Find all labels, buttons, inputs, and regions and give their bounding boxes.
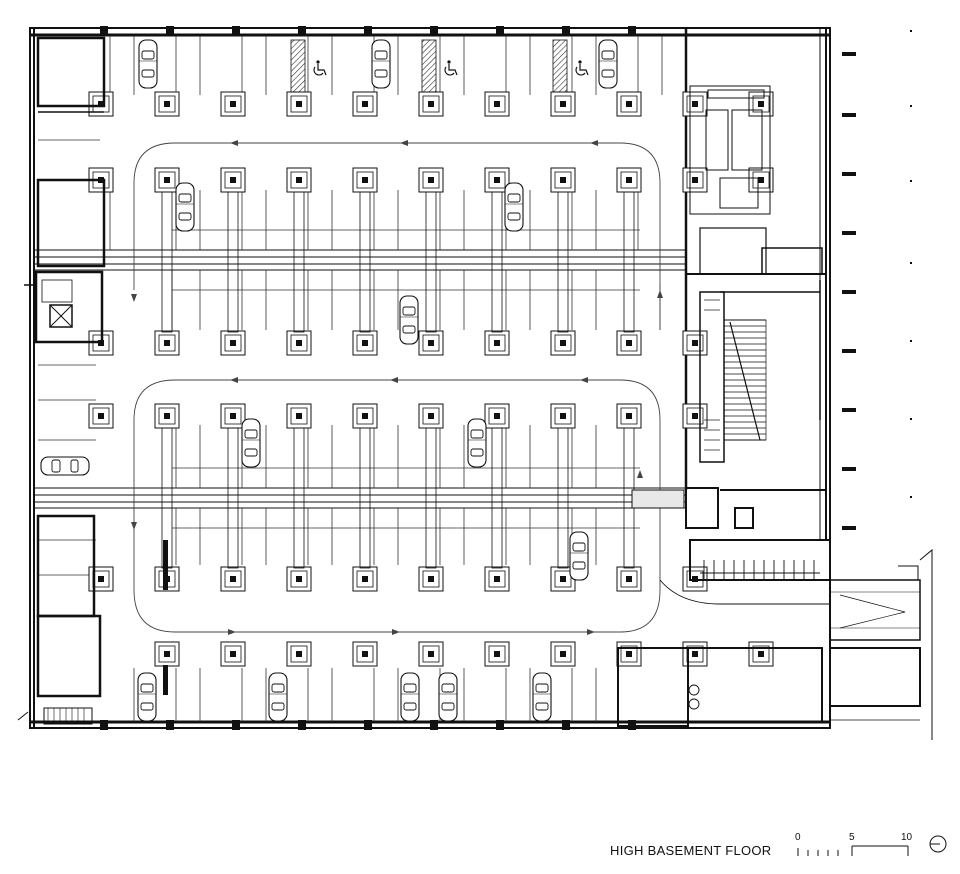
scale-bar-label-5: 5 <box>849 832 855 843</box>
structural-columns <box>88 91 774 667</box>
scale-bar-label-0: 0 <box>795 832 801 843</box>
vehicle-lift-comb <box>700 560 820 580</box>
beam-connectors <box>161 191 635 569</box>
stairs <box>704 299 767 451</box>
left-service-rooms <box>17 36 106 725</box>
north-arrow-icon <box>929 835 947 853</box>
wall-piers <box>100 26 636 730</box>
bollards <box>163 540 168 695</box>
scale-bar <box>797 845 909 856</box>
accessible-aisles <box>290 39 568 95</box>
exterior-walls <box>29 27 831 729</box>
facade-mullions <box>842 30 912 530</box>
wheelchair-icon <box>313 59 589 76</box>
scale-bar-label-10: 10 <box>901 832 913 843</box>
drawing-title: HIGH BASEMENT FLOOR <box>610 843 772 858</box>
service-core <box>685 85 831 581</box>
car-symbols <box>40 39 618 722</box>
parking-stalls <box>38 36 663 722</box>
drive-aisle-loops <box>133 142 661 633</box>
entry-ramp <box>617 489 933 740</box>
